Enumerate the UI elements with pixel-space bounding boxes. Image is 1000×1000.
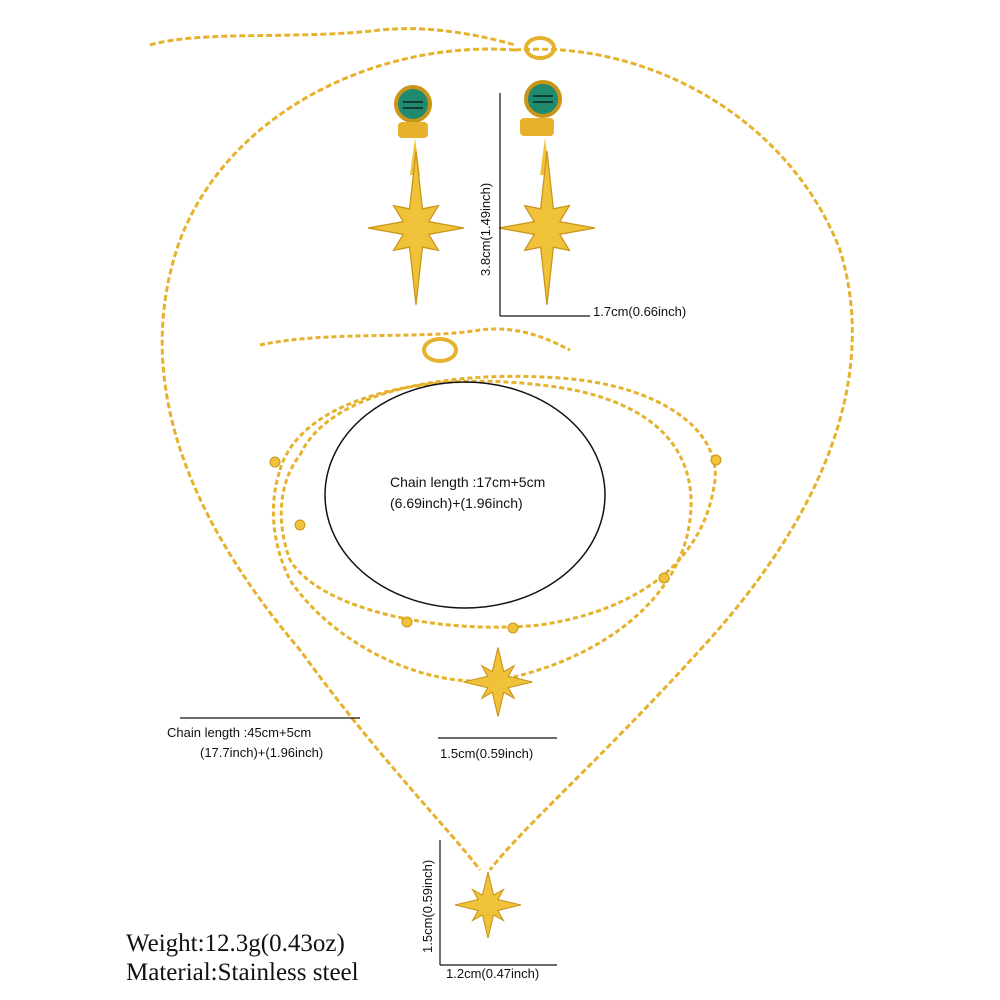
bracelet-beads: [269, 454, 722, 634]
bracelet-clasp: [422, 337, 458, 363]
earring-left: [367, 85, 465, 305]
earring-right: [498, 80, 596, 305]
bracelet-length-oval: [324, 381, 606, 609]
necklace-pendant-width-label: 1.2cm(0.47inch): [446, 966, 540, 981]
necklace-star-pendant: [454, 871, 522, 939]
necklace-pendant-height-label: 1.5cm(0.59inch): [420, 859, 435, 953]
necklace-chain: [488, 47, 854, 871]
earring-dimension-lines: [499, 93, 590, 317]
bracelet-chain-upper: [279, 374, 717, 629]
earring-width-label: 1.7cm(0.66inch): [593, 304, 687, 319]
necklace-clasp: [524, 36, 556, 60]
bracelet-chain-lower: [272, 379, 693, 683]
bracelet-pendant-width-label: 1.5cm(0.59inch): [440, 746, 534, 761]
bracelet-chain-length-line1: Chain length :17cm+5cm: [390, 474, 546, 490]
necklace-chain-length-line1: Chain length :45cm+5cm: [167, 725, 312, 740]
material-spec: Material:Stainless steel: [126, 959, 359, 986]
earring-height-label: 3.8cm(1.49inch): [478, 182, 493, 276]
necklace-pendant-dimension-lines: [439, 840, 557, 966]
bracelet-extender: [259, 327, 571, 352]
necklace-chain-length-line2: (17.7inch)+(1.96inch): [200, 745, 324, 760]
weight-spec: Weight:12.3g(0.43oz): [126, 930, 345, 957]
bracelet-star-pendant: [462, 646, 534, 718]
bracelet-chain-length-line2: (6.69inch)+(1.96inch): [390, 495, 523, 511]
necklace-extender: [149, 27, 516, 47]
